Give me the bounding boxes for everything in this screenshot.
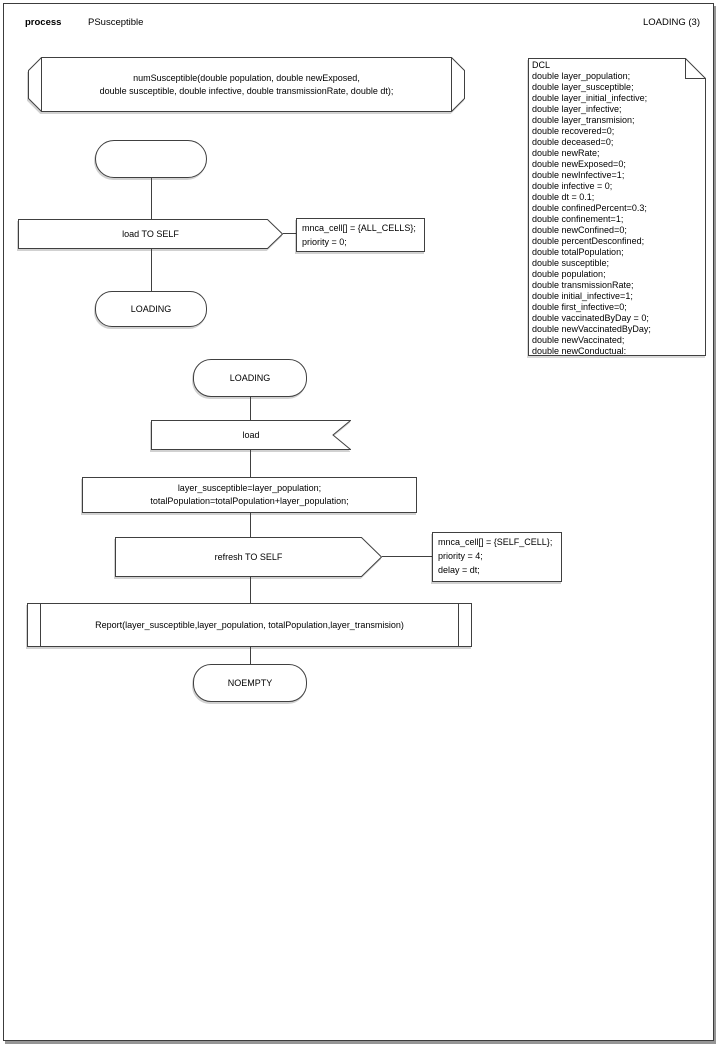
- state-label: LOADING: [130, 303, 172, 314]
- state-symbol-loading-main[interactable]: LOADING: [193, 359, 307, 397]
- diagram-kind-label: process: [25, 17, 62, 28]
- send-signal-shape: [18, 219, 283, 249]
- signal-params-text: mnca_cell[] = {SELF_CELL};priority = 4;d…: [438, 537, 553, 575]
- output-signal-label: load TO SELF: [122, 228, 179, 239]
- procedure-call-label: Report(layer_susceptible,layer_populatio…: [95, 619, 404, 630]
- signal-params-text: mnca_cell[] = {ALL_CELLS};priority = 0;: [302, 223, 416, 247]
- start-symbol[interactable]: [95, 140, 207, 178]
- procedure-declaration-text: numSusceptible(double population, double…: [99, 72, 394, 96]
- state-label: NOEMPTY: [227, 677, 273, 688]
- connector: [151, 249, 152, 291]
- signal-params-box[interactable]: mnca_cell[] = {SELF_CELL};priority = 4;d…: [432, 532, 562, 582]
- connector: [382, 556, 432, 557]
- procedure-call-right-bar: [458, 604, 459, 646]
- procedure-declaration-shape[interactable]: numSusceptible(double population, double…: [28, 57, 465, 112]
- folded-note-icon: [528, 58, 706, 356]
- input-signal-label: load: [242, 429, 260, 440]
- state-symbol-loading[interactable]: LOADING: [95, 291, 207, 327]
- procedure-call-left-bar: [40, 604, 41, 646]
- output-signal-label: refresh TO SELF: [214, 551, 283, 562]
- task-box[interactable]: layer_susceptible=layer_population;total…: [82, 477, 417, 513]
- send-signal-shape: [115, 537, 382, 577]
- process-name-label: PSusceptible: [88, 17, 144, 28]
- signal-params-box[interactable]: mnca_cell[] = {ALL_CELLS};priority = 0;: [296, 218, 425, 252]
- connector: [250, 577, 251, 603]
- connector: [250, 397, 251, 420]
- output-signal-load-to-self[interactable]: load TO SELF: [18, 219, 283, 249]
- input-signal-load[interactable]: load: [151, 420, 351, 450]
- connector: [283, 233, 296, 234]
- output-signal-refresh-to-self[interactable]: refresh TO SELF: [115, 537, 382, 577]
- connector: [151, 178, 152, 219]
- receive-signal-shape: [151, 420, 351, 450]
- connector: [250, 513, 251, 537]
- task-text: layer_susceptible=layer_population;total…: [150, 483, 349, 506]
- connector: [250, 450, 251, 477]
- procedure-shape-outline: [28, 57, 465, 112]
- procedure-call-report[interactable]: Report(layer_susceptible,layer_populatio…: [27, 603, 472, 647]
- page-title-label: LOADING (3): [642, 17, 700, 28]
- state-label: LOADING: [229, 372, 271, 383]
- state-symbol-noempty[interactable]: NOEMPTY: [193, 664, 307, 702]
- connector: [250, 647, 251, 664]
